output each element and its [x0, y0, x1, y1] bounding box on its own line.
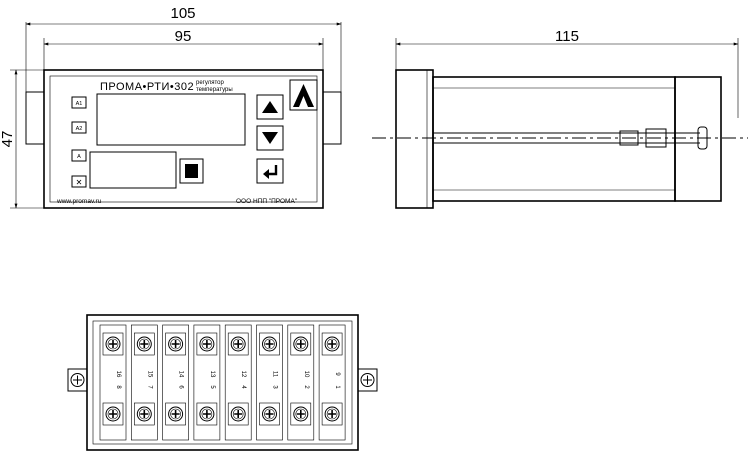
dim-label-47: 47 [0, 131, 16, 148]
terminal-cell: 12 4 [224, 324, 252, 441]
screw-icon [324, 336, 340, 352]
screw-icon [199, 406, 215, 422]
lower-display [89, 151, 177, 189]
led-column: A1 A2 A ✕ [71, 96, 87, 188]
terminal-cell: 13 5 [193, 324, 221, 441]
terminal-cell: 11 3 [256, 324, 283, 441]
screw-icon [105, 406, 121, 422]
right-mount-clamp [322, 91, 342, 145]
terminal-cell: 14 6 [162, 324, 189, 441]
screw-icon [324, 406, 340, 422]
terminal-number-top: 12 [240, 371, 246, 378]
led-label-a2: A2 [76, 126, 83, 132]
screw-icon [262, 336, 277, 352]
terminal-number-top: 11 [272, 371, 278, 378]
brand-title: ПРОМА•РТИ•302 [100, 81, 194, 93]
dim-label-115: 115 [555, 28, 579, 45]
terminal-cell: 10 2 [287, 324, 315, 441]
led-label-x: ✕ [76, 178, 83, 187]
terminal-number-bottom: 4 [240, 385, 246, 389]
screw-icon [293, 336, 309, 352]
screw-icon [105, 336, 121, 352]
terminal-number-top: 15 [146, 371, 152, 378]
terminal-block-outline [86, 314, 359, 451]
up-button[interactable] [256, 94, 284, 120]
side-flange [395, 69, 434, 209]
subtitle-line2: температуры [196, 87, 233, 93]
stop-icon [185, 164, 198, 178]
logo-icon [293, 84, 314, 107]
terminal-number-top: 16 [115, 371, 121, 378]
front-panel-inner [49, 75, 318, 203]
led-label-a: A [77, 154, 81, 160]
terminal-number-bottom: 1 [334, 385, 340, 389]
logo-box [289, 79, 318, 111]
terminal-number-top: 14 [178, 371, 184, 378]
website-text: www.promav.ru [56, 198, 102, 205]
screw-icon [136, 336, 152, 352]
terminal-number-top: 13 [209, 371, 215, 378]
screw-icon [262, 406, 277, 422]
manufacturer-text: ООО НПП "ПРОМА" [236, 198, 298, 205]
side-view: 115 [372, 28, 748, 209]
upper-display [96, 93, 246, 146]
terminal-cell: 16 8 [99, 324, 127, 441]
arrow-down-icon [262, 132, 278, 144]
subtitle-line1: регулятор [196, 80, 224, 86]
front-panel-outline [43, 69, 324, 209]
screw-icon [168, 336, 184, 352]
screw-icon [136, 406, 152, 422]
dim-label-105: 105 [170, 5, 195, 22]
enter-icon [263, 165, 278, 179]
front-view: 105 95 47 ПРОМА•РТИ•302 регулятор темпер… [0, 5, 342, 209]
terminal-number-bottom: 7 [146, 385, 152, 389]
screw-icon [168, 406, 184, 422]
screw-icon [199, 336, 215, 352]
stop-button[interactable] [179, 158, 204, 184]
side-body [432, 76, 676, 202]
terminal-number-top: 9 [334, 372, 340, 376]
screw-icon [230, 406, 246, 422]
terminal-number-bottom: 5 [209, 385, 215, 389]
screw-icon [230, 336, 246, 352]
terminal-number-bottom: 6 [178, 385, 184, 389]
arrow-up-icon [262, 101, 278, 113]
down-button[interactable] [256, 125, 284, 151]
right-mount-ear [357, 368, 378, 392]
side-rear [674, 76, 722, 202]
enter-button[interactable] [256, 158, 284, 184]
left-mount-ear [67, 368, 88, 392]
terminal-number-bottom: 8 [115, 385, 121, 389]
terminal-cell: 91 [318, 324, 346, 441]
screw-icon [293, 406, 309, 422]
terminal-cell: 15 7 [131, 324, 158, 441]
left-mount-clamp [25, 91, 45, 145]
terminal-number-bottom: 2 [303, 385, 309, 389]
terminal-number-top: 10 [303, 371, 309, 378]
led-label-a1: A1 [76, 101, 83, 107]
clamp-screw [433, 126, 708, 150]
dim-label-95: 95 [175, 28, 192, 45]
terminal-number-bottom: 3 [272, 385, 278, 389]
